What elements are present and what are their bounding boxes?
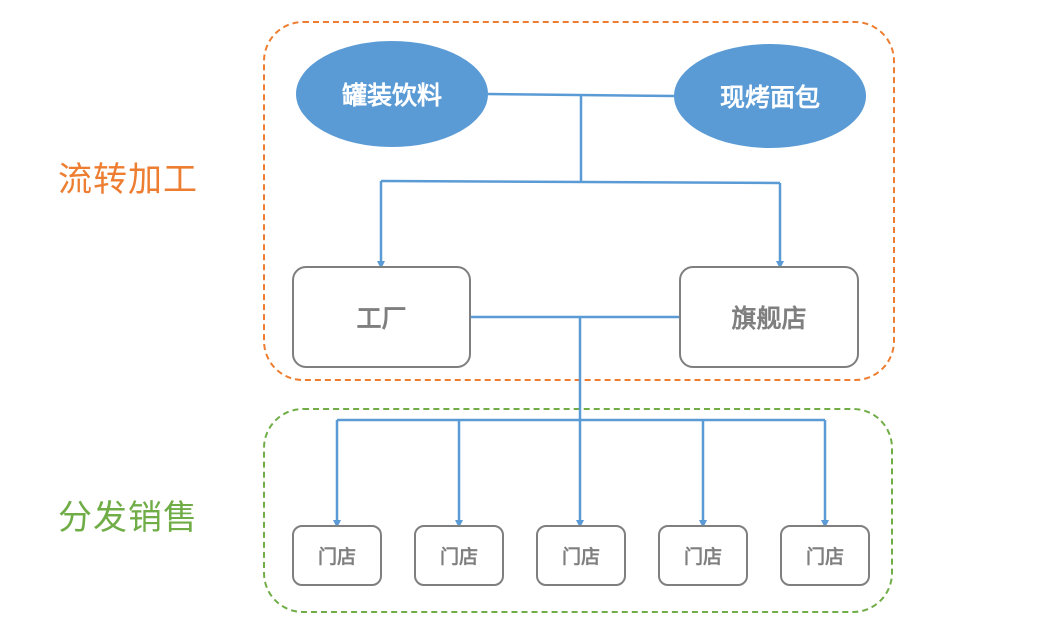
processing-section-label: 流转加工 (58, 160, 198, 200)
canned-drinks-node: 罐装饮料 (296, 41, 488, 147)
connector-split (380, 179, 781, 185)
store-node-2: 门店 (414, 525, 504, 586)
fresh-bread-node: 现烤面包 (674, 44, 866, 148)
factory-node: 工厂 (292, 266, 471, 368)
store-node-3: 门店 (536, 525, 626, 586)
distribution-section-label: 分发销售 (58, 498, 198, 538)
distribution-zone (263, 408, 893, 613)
store-node-5: 门店 (780, 525, 870, 586)
store-node-1: 门店 (292, 525, 382, 586)
flagship-store-node: 旗舰店 (679, 266, 859, 368)
store-node-4: 门店 (658, 525, 748, 586)
